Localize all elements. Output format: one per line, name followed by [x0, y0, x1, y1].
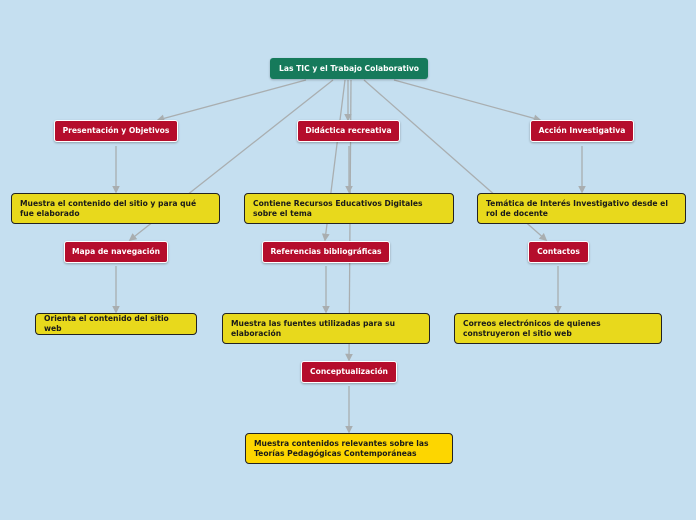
note-mapa-text: Orienta el contenido del sitio web — [44, 314, 169, 333]
topic-conceptualizacion-label: Conceptualización — [310, 367, 388, 376]
topic-presentacion-label: Presentación y Objetivos — [62, 126, 170, 135]
topic-didactica[interactable]: Didáctica recreativa — [297, 120, 400, 142]
note-mapa[interactable]: Orienta el contenido del sitio web — [35, 313, 197, 335]
topic-contactos[interactable]: Contactos — [528, 241, 589, 263]
topic-accion-label: Acción Investigativa — [538, 126, 626, 135]
note-conceptualizacion[interactable]: Muestra contenidos relevantes sobre las … — [245, 433, 453, 464]
note-contactos-text: Correos electrónicos de quienes construy… — [463, 318, 601, 338]
note-didactica[interactable]: Contiene Recursos Educativos Digitales s… — [244, 193, 454, 224]
note-conceptualizacion-text: Muestra contenidos relevantes sobre las … — [254, 438, 429, 458]
root-topic-label: Las TIC y el Trabajo Colaborativo — [278, 63, 420, 73]
connector-root-accion — [393, 79, 542, 123]
note-accion[interactable]: Temática de Interés Investigativo desde … — [477, 193, 686, 224]
topic-mapa-label: Mapa de navegación — [71, 247, 161, 256]
connector-root-presentacion — [156, 79, 307, 123]
note-referencias[interactable]: Muestra las fuentes utilizadas para su e… — [222, 313, 430, 344]
topic-accion[interactable]: Acción Investigativa — [530, 120, 634, 142]
topic-conceptualizacion[interactable]: Conceptualización — [301, 361, 397, 383]
topic-mapa[interactable]: Mapa de navegación — [64, 241, 168, 263]
topic-referencias-label: Referencias bibliográficas — [270, 247, 382, 256]
root-topic[interactable]: Las TIC y el Trabajo Colaborativo — [270, 58, 428, 79]
note-didactica-text: Contiene Recursos Educativos Digitales s… — [253, 198, 423, 218]
note-accion-text: Temática de Interés Investigativo desde … — [486, 198, 668, 218]
note-presentacion-text: Muestra el contenido del sitio y para qu… — [20, 198, 197, 218]
note-referencias-text: Muestra las fuentes utilizadas para su e… — [231, 318, 395, 338]
note-contactos[interactable]: Correos electrónicos de quienes construy… — [454, 313, 662, 344]
topic-presentacion[interactable]: Presentación y Objetivos — [54, 120, 178, 142]
note-presentacion[interactable]: Muestra el contenido del sitio y para qu… — [11, 193, 220, 224]
topic-didactica-label: Didáctica recreativa — [305, 126, 392, 135]
topic-contactos-label: Contactos — [537, 247, 580, 256]
topic-referencias[interactable]: Referencias bibliográficas — [262, 241, 390, 263]
